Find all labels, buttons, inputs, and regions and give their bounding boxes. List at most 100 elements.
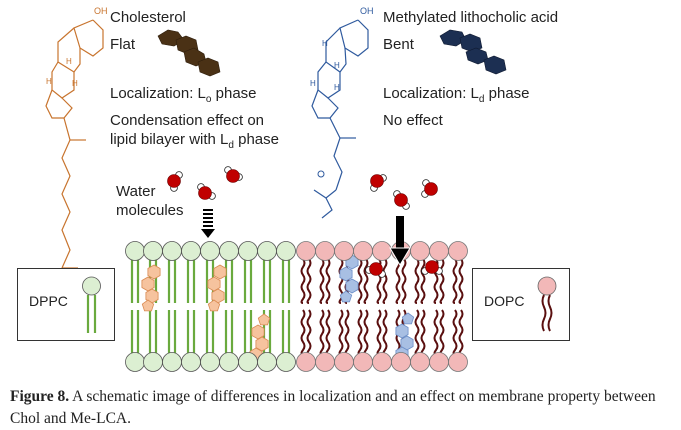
dopc-head xyxy=(429,241,449,261)
chol-oh-label: OH xyxy=(94,6,108,16)
dppc-head xyxy=(219,352,239,372)
dopc-tail xyxy=(319,258,325,304)
svg-text:H: H xyxy=(66,57,72,66)
svg-text:H: H xyxy=(72,79,78,88)
dopc-lipid-icon xyxy=(537,276,557,332)
chol-ring xyxy=(257,313,271,326)
dopc-tail xyxy=(439,309,445,355)
dopc-tail xyxy=(344,309,350,355)
melca-effect: No effect xyxy=(383,112,443,129)
melca-shape-label: Bent xyxy=(383,36,414,53)
dopc-tail xyxy=(420,258,426,304)
dopc-tail xyxy=(376,309,382,355)
chol-effect-line1: Condensation effect on xyxy=(110,112,265,129)
dopc-tail xyxy=(363,309,369,355)
dppc-head xyxy=(125,241,145,261)
svg-text:H: H xyxy=(322,39,328,48)
dppc-head xyxy=(162,241,182,261)
dopc-tail xyxy=(325,258,331,304)
dopc-tail xyxy=(439,258,445,304)
dopc-tail xyxy=(395,258,401,304)
chol-ring xyxy=(147,264,161,280)
figure-label: Figure 8. xyxy=(10,388,70,405)
dppc-head xyxy=(276,352,296,372)
dopc-tail xyxy=(357,309,363,355)
dopc-tail xyxy=(458,309,464,355)
dashed-arrow-segment xyxy=(203,213,213,215)
water-molecule-in-membrane xyxy=(369,262,383,276)
melca-oh-label: OH xyxy=(360,6,374,16)
melca-ring xyxy=(345,278,359,294)
melca-name: Methylated lithocholic acid xyxy=(383,9,559,26)
svg-text:H: H xyxy=(334,61,340,70)
dashed-arrow-segment xyxy=(203,209,213,211)
dppc-head xyxy=(200,241,220,261)
water-molecule xyxy=(370,174,384,188)
dppc-head xyxy=(181,352,201,372)
dopc-head xyxy=(448,352,468,372)
dopc-tail xyxy=(306,258,312,304)
melca-ring xyxy=(339,266,353,282)
melca-ring xyxy=(401,312,415,325)
dashed-arrow-segment xyxy=(203,217,213,219)
dopc-legend: DOPC xyxy=(472,268,570,341)
chol-ring xyxy=(207,299,221,312)
dopc-legend-label: DOPC xyxy=(484,293,525,309)
dppc-head xyxy=(257,352,277,372)
dopc-tail xyxy=(338,309,344,355)
dopc-tail xyxy=(306,309,312,355)
dopc-tail xyxy=(319,309,325,355)
chol-effect-line2: lipid bilayer with Ld phase xyxy=(110,131,279,151)
melca-ring xyxy=(395,323,409,339)
dopc-tail xyxy=(325,309,331,355)
dopc-head xyxy=(315,352,335,372)
dppc-head xyxy=(200,352,220,372)
dppc-head xyxy=(238,241,258,261)
dopc-head xyxy=(372,241,392,261)
dopc-tail xyxy=(338,258,344,304)
solid-arrow-shaft xyxy=(396,216,404,250)
dppc-head xyxy=(143,241,163,261)
dppc-head xyxy=(162,352,182,372)
melca-localization: Localization: Ld phase xyxy=(383,85,530,105)
dppc-head xyxy=(276,241,296,261)
dashed-arrow-icon xyxy=(201,229,215,238)
svg-text:H: H xyxy=(310,79,316,88)
dppc-lipid-icon xyxy=(82,276,101,333)
dopc-tail xyxy=(401,258,407,304)
dopc-tail xyxy=(433,309,439,355)
dopc-head xyxy=(315,241,335,261)
dashed-arrow-segment xyxy=(203,225,213,227)
dppc-head xyxy=(181,241,201,261)
solid-arrow-icon xyxy=(389,247,411,266)
dopc-head xyxy=(296,352,316,372)
dopc-head xyxy=(334,352,354,372)
dopc-head xyxy=(353,352,373,372)
dppc-head xyxy=(219,241,239,261)
dppc-head xyxy=(143,352,163,372)
water-molecule xyxy=(424,182,438,196)
water-molecule xyxy=(198,186,212,200)
chol-ring xyxy=(213,264,227,280)
chol-localization: Localization: Lo phase xyxy=(110,85,257,105)
chol-name: Cholesterol xyxy=(110,9,186,26)
chol-shape-label: Flat xyxy=(110,36,136,53)
dopc-tail xyxy=(414,258,420,304)
dppc-legend: DPPC xyxy=(17,268,115,341)
dopc-tail xyxy=(382,258,388,304)
dppc-head xyxy=(238,352,258,372)
dopc-head xyxy=(334,241,354,261)
water-molecule xyxy=(167,174,181,188)
dopc-head xyxy=(391,352,411,372)
dopc-tail xyxy=(363,258,369,304)
dopc-tail xyxy=(414,309,420,355)
dopc-tail xyxy=(382,309,388,355)
figure-caption: Figure 8. A schematic image of differenc… xyxy=(10,386,675,430)
dppc-head xyxy=(125,352,145,372)
caption-text: A schematic image of differences in loca… xyxy=(10,388,656,427)
dopc-tail xyxy=(420,309,426,355)
chol-ring xyxy=(141,299,155,312)
dopc-head xyxy=(448,241,468,261)
